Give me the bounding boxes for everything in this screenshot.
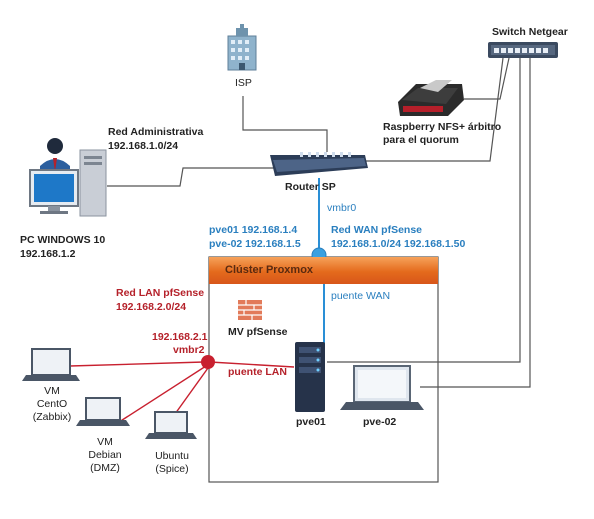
lan-to-pve01-line bbox=[209, 361, 295, 368]
cluster-banner bbox=[209, 257, 438, 284]
vmbr0-label: vmbr0 bbox=[327, 202, 357, 214]
lan-to-debian-line bbox=[115, 365, 207, 425]
lan-net: 192.168.2.0/24 bbox=[116, 301, 187, 313]
router-label: Router SP bbox=[285, 181, 336, 193]
router-to-switch-line bbox=[358, 57, 504, 162]
laptop-icon bbox=[76, 397, 130, 426]
pc-to-router-line bbox=[107, 167, 278, 187]
server-icon bbox=[295, 342, 325, 412]
vm-cento-label: VM CentO (Zabbix) bbox=[32, 385, 72, 423]
cluster-label: Clúster Proxmox bbox=[225, 264, 314, 276]
raspberry-pi-icon bbox=[398, 80, 464, 116]
pve01-to-switch-line bbox=[327, 58, 521, 363]
vmbr2-label: vmbr2 bbox=[173, 344, 205, 356]
pc-ip: 192.168.1.2 bbox=[20, 248, 76, 260]
pve02-to-switch-line bbox=[420, 58, 531, 388]
switch-icon bbox=[488, 42, 558, 58]
laptop-icon bbox=[145, 411, 197, 439]
vm-debian-label: VM Debian (DMZ) bbox=[88, 436, 122, 474]
pve02-label: pve-02 bbox=[363, 416, 397, 428]
raspberry-to-switch-line bbox=[464, 57, 510, 100]
red-admin-net: 192.168.1.0/24 bbox=[108, 140, 179, 152]
wan-ips: 192.168.1.0/24 192.168.1.50 bbox=[331, 238, 466, 250]
laptop-icon bbox=[340, 365, 424, 410]
pve02-ip: pve-02 192.168.1.5 bbox=[209, 238, 301, 250]
building-icon bbox=[227, 24, 257, 71]
laptop-icon bbox=[22, 348, 80, 381]
mv-pfsense-label: MV pfSense bbox=[228, 326, 288, 338]
pc-user-icon bbox=[29, 138, 107, 217]
lan-gw-ip: 192.168.2.1 bbox=[152, 331, 208, 343]
lan-title: Red LAN pfSense bbox=[116, 287, 205, 299]
red-admin-title: Red Administrativa bbox=[108, 126, 204, 138]
switch-label: Switch Netgear bbox=[492, 26, 568, 38]
router-icon bbox=[270, 152, 368, 176]
vmbr2-node bbox=[201, 355, 215, 369]
lan-to-cento-line bbox=[69, 361, 205, 367]
raspberry-label: Raspberry NFS+ árbitro para el quorum bbox=[383, 121, 502, 146]
pve01-ip: pve01 192.168.1.4 bbox=[209, 224, 298, 236]
puente-lan-label: puente LAN bbox=[228, 366, 287, 378]
wan-title: Red WAN pfSense bbox=[331, 224, 423, 236]
vm-ubuntu-label: Ubuntu (Spice) bbox=[155, 450, 189, 475]
pve01-label: pve01 bbox=[296, 416, 326, 428]
isp-label: ISP bbox=[235, 77, 252, 89]
lan-to-ubuntu-line bbox=[174, 367, 209, 415]
pc-name: PC WINDOWS 10 bbox=[20, 234, 106, 246]
firewall-icon bbox=[238, 300, 262, 320]
isp-to-router-line bbox=[242, 96, 328, 152]
puente-wan-label: puente WAN bbox=[331, 290, 391, 302]
